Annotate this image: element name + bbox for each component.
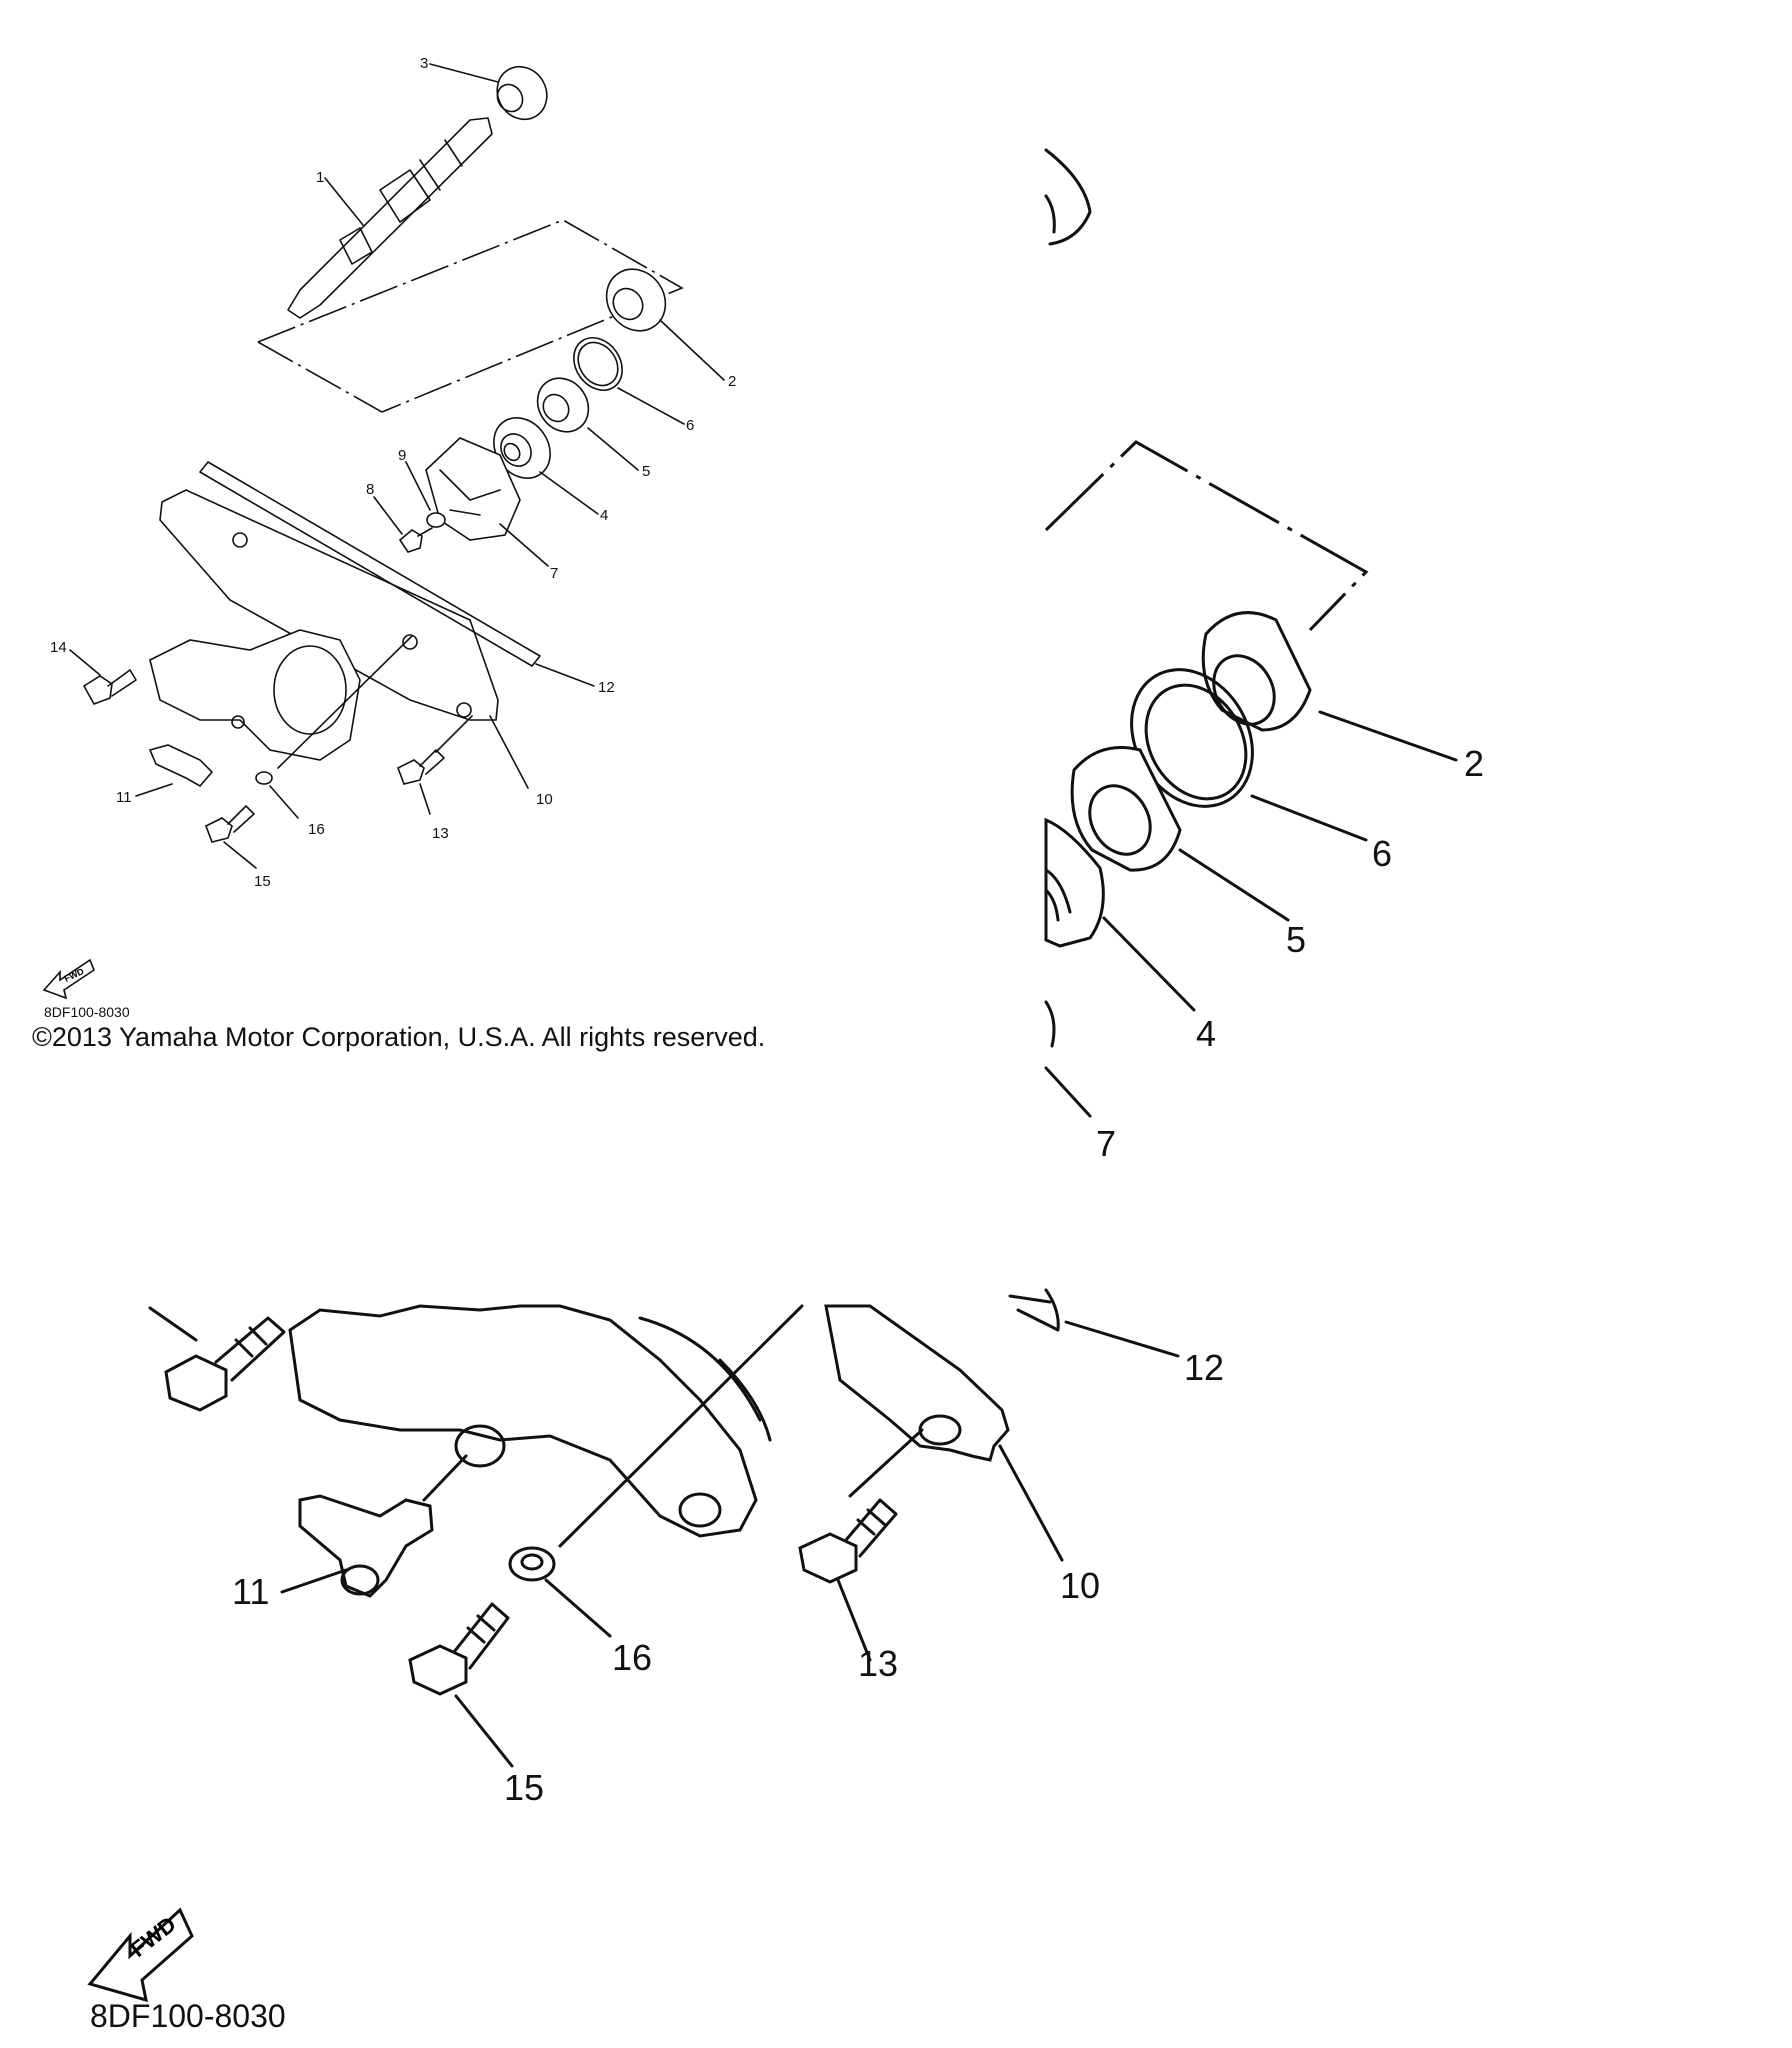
part-washer-16 bbox=[255, 771, 273, 785]
part-impeller-7 bbox=[425, 437, 521, 541]
callout-4-zoom: 4 bbox=[1196, 1013, 1216, 1054]
part-seal-4 bbox=[493, 417, 551, 479]
callout-2-zoom: 2 bbox=[1464, 743, 1484, 784]
callout-8: 8 bbox=[366, 481, 374, 498]
pump-body bbox=[149, 629, 361, 761]
part-pipe-11 bbox=[148, 744, 214, 788]
callout-16-zoom: 16 bbox=[612, 1637, 652, 1678]
part-bearing-2-zoom bbox=[1201, 611, 1312, 732]
diagram-code-large: 8DF100-8030 bbox=[90, 1998, 286, 2034]
part-gasket-12 bbox=[199, 461, 541, 667]
callout-2: 2 bbox=[728, 373, 736, 390]
part-bolt-15 bbox=[204, 805, 255, 843]
copyright-text: ©2013 Yamaha Motor Corporation, U.S.A. A… bbox=[32, 1022, 766, 1052]
part-bearing-2 bbox=[605, 268, 667, 332]
part-seal-5-zoom bbox=[1070, 746, 1182, 872]
part-bolt-15-zoom bbox=[408, 1602, 510, 1696]
callout-11-zoom: 11 bbox=[232, 1571, 269, 1612]
zoom-top-detail: 2 6 5 4 7 bbox=[1044, 148, 1484, 1164]
callout-15: 15 bbox=[254, 873, 271, 890]
callout-5: 5 bbox=[642, 463, 650, 480]
part-bolt-8 bbox=[398, 527, 433, 553]
diagram-code-small: 8DF100-8030 bbox=[44, 1004, 130, 1020]
part-washer-16-zoom bbox=[508, 1546, 556, 1582]
part-bearing-3 bbox=[496, 65, 548, 121]
callout-11: 11 bbox=[116, 789, 132, 806]
part-bolt-14-zoom bbox=[164, 1316, 286, 1412]
part-circlip-6 bbox=[573, 337, 623, 391]
fwd-arrow-icon-large: FWD bbox=[87, 1907, 194, 2003]
overview-diagram: 3 1 2 6 5 4 7 9 8 12 14 10 11 16 13 15 F… bbox=[42, 55, 736, 1000]
callout-9: 9 bbox=[398, 447, 406, 464]
callout-5-zoom: 5 bbox=[1286, 919, 1306, 960]
zoom-bottom-detail: 12 11 10 16 13 15 FWD bbox=[87, 1288, 1224, 2003]
callout-15-zoom: 15 bbox=[504, 1767, 544, 1808]
part-cover-10-zoom bbox=[824, 1304, 1010, 1462]
callout-1: 1 bbox=[316, 169, 324, 186]
callout-12: 12 bbox=[598, 679, 615, 696]
callout-13-zoom: 13 bbox=[858, 1643, 898, 1684]
callout-10: 10 bbox=[536, 791, 553, 808]
callout-16: 16 bbox=[308, 821, 325, 838]
callout-10-zoom: 10 bbox=[1060, 1565, 1100, 1606]
callout-4: 4 bbox=[600, 507, 608, 524]
part-shaft-1 bbox=[287, 117, 493, 319]
callout-7-zoom: 7 bbox=[1096, 1123, 1116, 1164]
callout-3: 3 bbox=[420, 55, 428, 72]
part-bolt-13-zoom bbox=[798, 1498, 898, 1584]
part-bolt-14 bbox=[82, 669, 137, 705]
part-pipe-11-zoom bbox=[298, 1494, 434, 1598]
part-washer-9 bbox=[426, 512, 446, 528]
callout-14: 14 bbox=[50, 639, 67, 656]
callout-13: 13 bbox=[432, 825, 449, 842]
callout-7: 7 bbox=[550, 565, 558, 582]
pump-body-zoom bbox=[288, 1304, 772, 1538]
callout-6-zoom: 6 bbox=[1372, 833, 1392, 874]
callout-6: 6 bbox=[686, 417, 694, 434]
part-seal-4-zoom bbox=[1044, 817, 1105, 948]
callout-12-zoom: 12 bbox=[1184, 1347, 1224, 1388]
fwd-arrow-icon-small: FWD bbox=[42, 958, 95, 1000]
part-bolt-13 bbox=[396, 749, 445, 785]
part-seal-5 bbox=[536, 377, 590, 433]
part-cover-10 bbox=[159, 489, 499, 721]
